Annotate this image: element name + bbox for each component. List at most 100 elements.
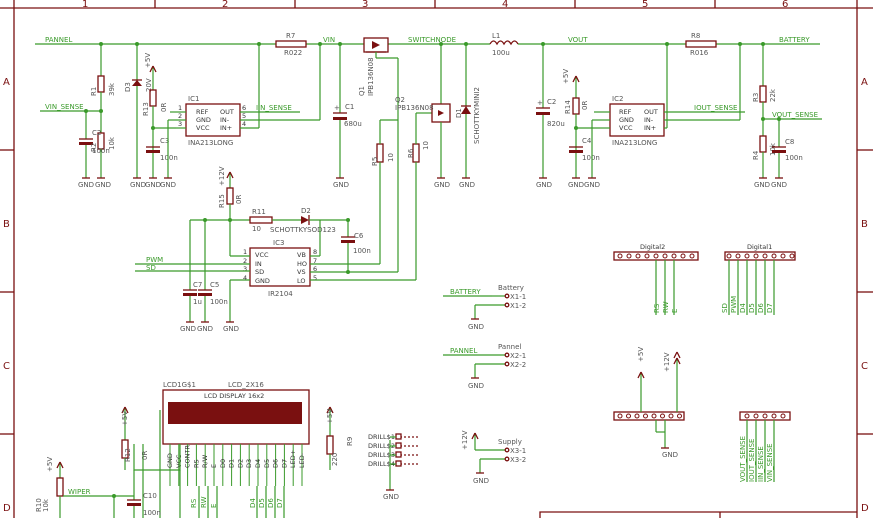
r5-name: R5 (371, 157, 379, 166)
ic1-pinnum-4: 4 (242, 120, 246, 128)
digital1-pad-5 (762, 253, 768, 259)
lcd-pin-label: LED+ (289, 450, 297, 468)
c3-value: 100n (160, 154, 178, 162)
c4-value: 100n (582, 154, 600, 162)
digital2-pad-1 (617, 253, 623, 259)
net-pannel-conn: PANNEL (450, 347, 477, 355)
c1-value: 680u (344, 120, 362, 128)
gnd-label-13: GND (771, 181, 787, 189)
p5v-label-2: +5V (562, 69, 570, 84)
power-header-pad-3 (634, 413, 640, 419)
net-vout: VOUT (568, 36, 588, 44)
connector-supply: +12V Supply X3-1 X3-2 GND (461, 430, 526, 485)
r4-value: 10k (769, 142, 777, 156)
ic1-pin-inp: IN+ (220, 124, 232, 132)
c1-plus: + (334, 104, 340, 112)
lcd-value: LCD_2X16 (228, 381, 264, 389)
power-rail: PANNEL VIN SWITCHNODE VOUT BATTERY (35, 36, 820, 46)
ic1-pin-ref: REF (196, 108, 209, 116)
net-vin-sense: VIN_SENSE (45, 103, 84, 111)
x2-title: Pannel (498, 343, 521, 351)
net-wiper: WIPER (68, 488, 91, 496)
r10-value: 10k (42, 498, 50, 512)
l1-inductor: L1 100u (489, 32, 519, 57)
r13-name: R13 (142, 102, 150, 116)
net-battery-conn: BATTERY (450, 288, 481, 296)
gnd-label-20: GND (662, 451, 678, 459)
lcd-bus-rs: RS (190, 498, 198, 508)
ic1-value: INA213LONG (188, 139, 233, 147)
net-vout-sense: VOUT_SENSE (772, 111, 818, 119)
digital1-label: Digital1 (747, 243, 772, 251)
col-label-4: 4 (502, 0, 508, 10)
ic3-name: IC3 (273, 239, 284, 247)
gate-resistors: R5 10 R6 10 (371, 112, 432, 278)
digital2-pad-8 (680, 253, 686, 259)
analog-header-pad-4 (771, 413, 777, 419)
lcd-bus-d4: D4 (249, 498, 257, 508)
r2-name: R2 (90, 143, 98, 152)
analog-header-pad-1 (744, 413, 750, 419)
col-label-1: 1 (82, 0, 88, 10)
digital2-pad-3 (635, 253, 641, 259)
d2-value: SCHOTTKYSOD123 (270, 226, 336, 234)
r12-name: R12 (124, 448, 132, 462)
col-label-2: 2 (222, 0, 228, 10)
digital1-pad-6 (771, 253, 777, 259)
lcd-pin-label: D4 (254, 459, 262, 468)
ic3-pinnum-8: 8 (313, 248, 317, 256)
r14-value: 0R (581, 101, 589, 110)
row-label-c: C (3, 361, 10, 372)
col-label-5: 5 (642, 0, 648, 10)
row-label-a: A (3, 77, 10, 88)
c7-name: C7 (193, 281, 202, 289)
ic1-pin-gnd: GND (196, 116, 211, 124)
lcd-bus-d7: D7 (276, 498, 284, 508)
ic2-value: INA213LONG (612, 139, 657, 147)
net-iin-sense: IIN_SENSE (256, 104, 292, 112)
analog-header-pad-3 (762, 413, 768, 419)
d1-pin-d6: D6 (757, 303, 765, 313)
power-header-pad-6 (660, 413, 665, 419)
d2-name: D2 (301, 207, 311, 215)
d1-pin-sd: SD (721, 303, 729, 313)
net-sd: SD (146, 264, 156, 272)
lcd-pin-label: D7 (280, 459, 288, 468)
ic1-name: IC1 (188, 95, 199, 103)
lcd-pin-label: RS (192, 459, 200, 468)
r8-value: R016 (690, 49, 709, 57)
x3-pin2: X3-2 (510, 456, 526, 464)
p5v-label-6: +5V (326, 409, 334, 424)
lcd-pin-label: D0 (219, 459, 227, 468)
ic1-pinnum-3: 3 (178, 120, 182, 128)
gnd-label-2: GND (95, 181, 111, 189)
ic1-pinnum-5: 5 (242, 112, 246, 120)
input-shunt-cap: R7 R022 + C1 680u GND (275, 32, 362, 189)
ic1-supply-group: D3 20V GND +5V R13 0R C3 100n GND GND (124, 44, 178, 189)
header-power: +5V +12V GND (613, 347, 685, 459)
p12v-label-3: +12V (461, 430, 469, 450)
ic3-pin-in: IN (255, 260, 262, 268)
gnd-label-3: GND (130, 181, 146, 189)
c4-name: C4 (582, 137, 592, 145)
r13-value: 0R (160, 103, 168, 112)
r2-value: 10k (108, 136, 116, 150)
ic2-name: IC2 (612, 95, 623, 103)
digital2-pad-5 (653, 253, 659, 259)
q1-high-side-mosfet: Q1 IPB136N08 (358, 37, 399, 268)
digital2-pad-7 (671, 253, 677, 259)
d2-pin-e: E (671, 309, 679, 313)
connector-battery: BATTERY Battery X1-1 X1-2 GND (443, 284, 526, 331)
power-header-pad-8 (677, 413, 682, 419)
lcd-bus-e: E (210, 504, 218, 508)
d1-pin-pwm: PWM (730, 296, 738, 313)
r7-value: R022 (284, 49, 302, 57)
x1-title: Battery (498, 284, 524, 292)
ic3-pin-vb: VB (297, 251, 306, 259)
net-vin: VIN (323, 36, 335, 44)
r15-value: 0R (235, 195, 243, 204)
ic3-value: IR2104 (268, 290, 293, 298)
